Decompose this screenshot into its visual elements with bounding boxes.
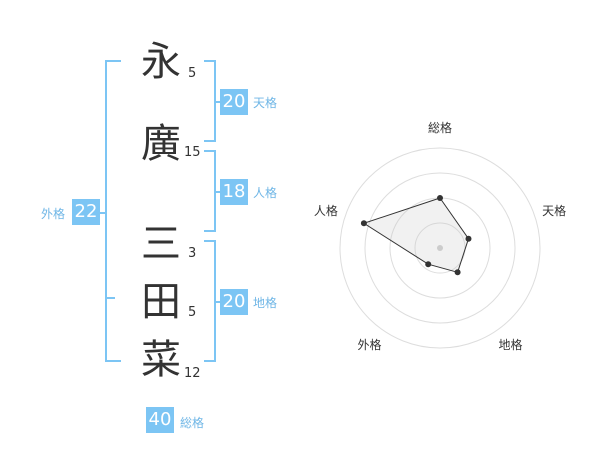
jinkaku-label: 人格 (253, 186, 278, 200)
name-char-3: 三 (141, 221, 181, 267)
stroke-count-3: 3 (188, 246, 197, 261)
jinkaku-bracket-tick (214, 191, 220, 193)
gaikaku-bracket (105, 60, 121, 362)
stroke-count-2: 15 (184, 145, 201, 160)
chikaku-value-badge: 20 (220, 289, 248, 315)
tenkaku-value-badge: 20 (220, 89, 248, 115)
name-char-2: 廣 (141, 121, 181, 167)
radar-center-dot (437, 245, 443, 251)
radar-axis-label-5: 人格 (314, 203, 338, 218)
stroke-count-5: 12 (184, 366, 201, 381)
stroke-count-4: 5 (188, 305, 197, 320)
radar-point-1 (437, 195, 443, 201)
soukaku-label: 総格 (180, 416, 205, 430)
gaikaku-bracket-mid (105, 297, 115, 299)
radar-point-5 (360, 220, 367, 227)
name-char-1: 永 (141, 39, 181, 85)
gaikaku-label: 外格 (41, 207, 66, 221)
radar-ring-4 (339, 147, 541, 349)
tenkaku-bracket-tick (214, 101, 220, 103)
soukaku-value-badge: 40 (146, 407, 174, 433)
radar-axis-label-3: 地格 (498, 337, 522, 352)
chikaku-label: 地格 (253, 296, 278, 310)
name-char-5: 菜 (141, 337, 181, 383)
radar-axis-label-1: 総格 (428, 120, 452, 135)
radar-axis-label-4: 外格 (357, 337, 381, 352)
stroke-count-1: 5 (188, 66, 197, 81)
name-char-4: 田 (141, 279, 181, 325)
tenkaku-label: 天格 (253, 96, 278, 110)
gaikaku-value-badge: 22 (72, 199, 100, 225)
radar-polygon (362, 197, 470, 273)
jinkaku-value-badge: 18 (220, 179, 248, 205)
radar-point-4 (425, 261, 432, 268)
radar-point-3 (454, 269, 461, 276)
radar-axis-label-2: 天格 (542, 203, 566, 218)
radar-point-2 (465, 235, 472, 242)
radar-ring-3 (364, 172, 516, 324)
gaikaku-bracket-tick (98, 212, 105, 214)
chikaku-bracket-tick (214, 301, 220, 303)
